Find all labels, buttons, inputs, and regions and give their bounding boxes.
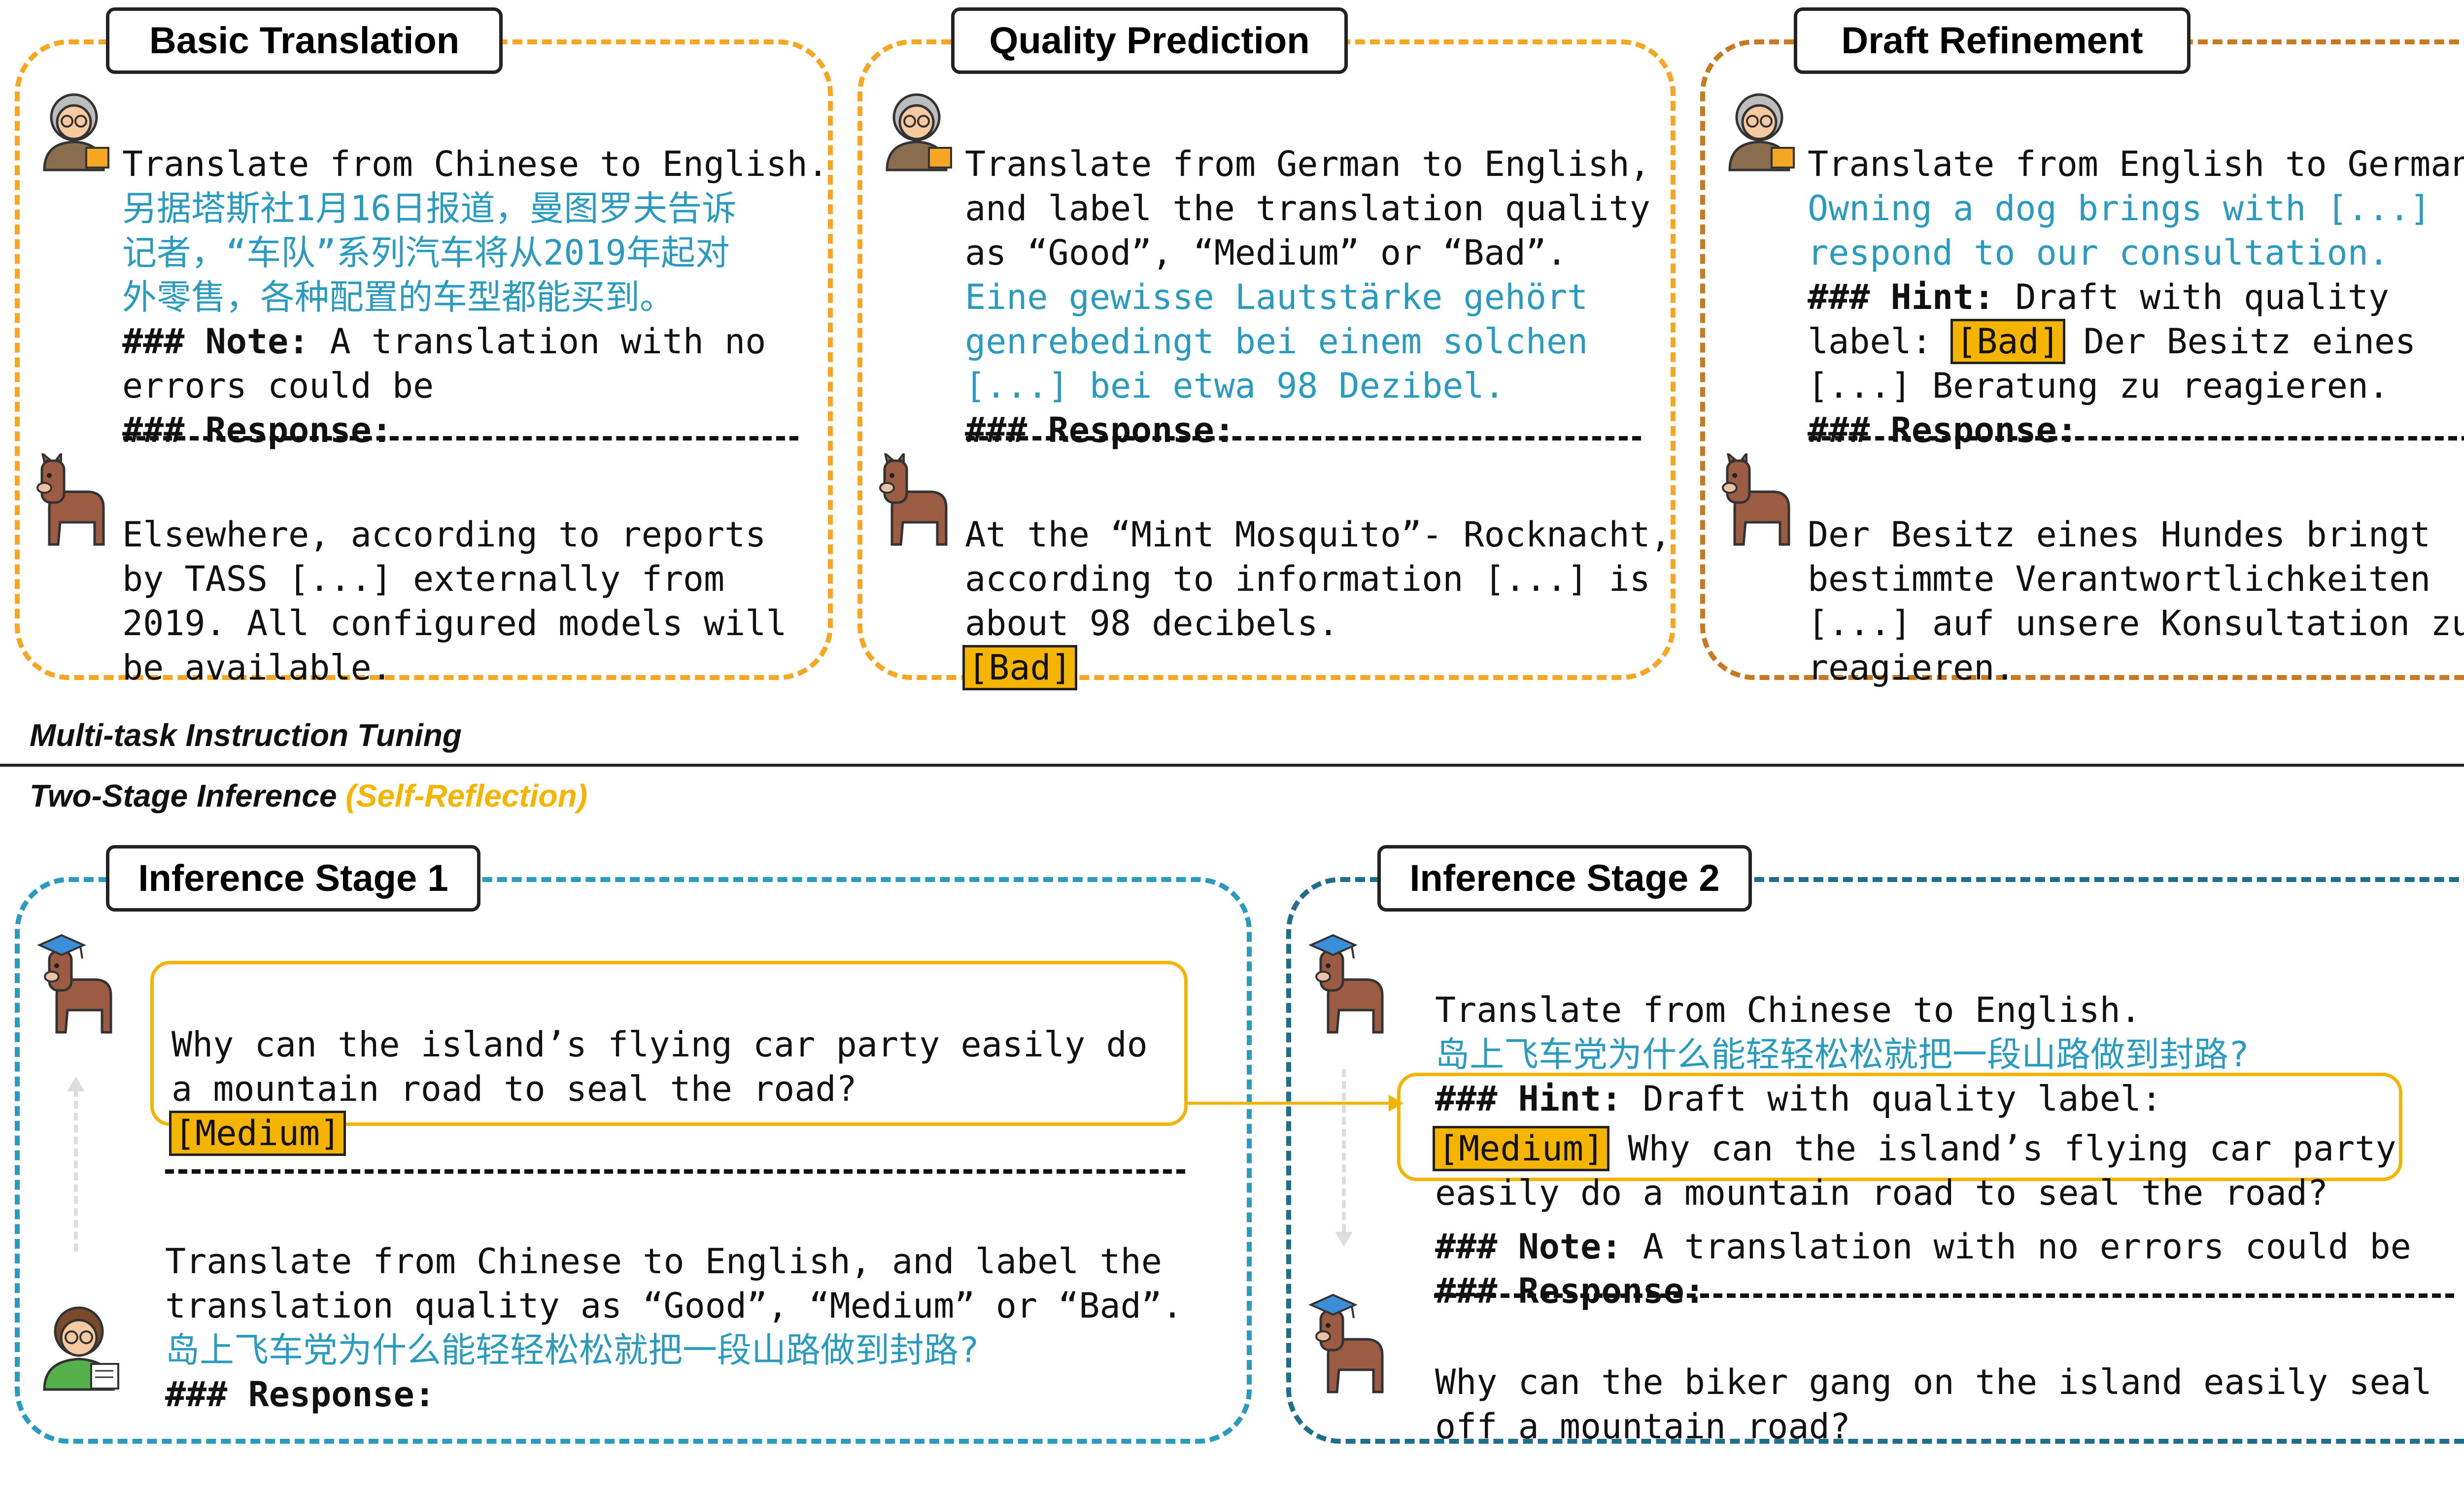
stage2-output: Why can the biker gang on the island eas…: [1435, 1362, 2432, 1447]
stage1-draft-box: [150, 961, 1188, 1126]
inference-stage2-title: Inference Stage 2: [1377, 845, 1752, 912]
separator: [966, 436, 1641, 441]
separator: [123, 436, 798, 441]
separator: [1809, 436, 2464, 441]
self-reflection-label: (Self-Reflection): [345, 778, 587, 814]
quality-prompt: Translate from German to English,and lab…: [965, 144, 1650, 450]
old-user-icon: [1728, 93, 1795, 171]
quality-label-badge: [Bad]: [962, 645, 1077, 690]
stage1-output: Why can the island’s flying car party ea…: [169, 1024, 1148, 1156]
stage2-note: ### Note: A translation with no errors c…: [1435, 1226, 2411, 1311]
separator: [165, 1169, 1185, 1174]
connector-arrow: [1188, 1102, 1390, 1105]
downward-arrow: [1342, 1069, 1346, 1232]
inference-stage1-title: Inference Stage 1: [106, 845, 480, 912]
basic-source-line: 另据塔斯社1月16日报道，曼图罗夫告诉: [122, 188, 737, 229]
quality-output: At the “Mint Mosquito”- Rocknacht,accord…: [962, 514, 1671, 690]
basic-source-line: 记者，“车队”系列汽车将从2019年起对: [122, 233, 730, 273]
llama-icon: [879, 453, 948, 546]
multitask-label: Multi-task Instruction Tuning: [30, 717, 462, 753]
basic-source-line: 外零售，各种配置的车型都能买到。: [122, 277, 674, 317]
graduated-llama-icon: [1308, 1293, 1384, 1393]
quality-prediction-title: Quality Prediction: [951, 7, 1348, 74]
old-user-icon: [886, 93, 952, 171]
section-divider: [0, 764, 2464, 767]
stage1-prompt: Translate from Chinese to English, and l…: [165, 1241, 1183, 1415]
old-user-icon: [43, 93, 109, 171]
basic-prompt: Translate from Chinese to English.另据塔斯社1…: [122, 144, 828, 450]
downward-arrowhead: [1335, 1232, 1353, 1247]
connector-arrowhead: [1389, 1095, 1403, 1112]
stage2-label-badge: [Medium]: [1432, 1126, 1610, 1171]
basic-translation-title: Basic Translation: [106, 7, 503, 74]
draft-label-badge: [Bad]: [1951, 319, 2065, 364]
draft-refinement-title: Draft Refinement: [1794, 7, 2190, 74]
draft-prompt: Translate from English to German.Owning …: [1808, 144, 2464, 450]
stage1-label-badge: [Medium]: [169, 1111, 346, 1156]
inference-stage1-panel: [15, 877, 1252, 1444]
stage2-prompt: Translate from Chinese to English.岛上飞车党为…: [1435, 990, 2250, 1119]
llama-icon: [36, 453, 105, 546]
graduated-llama-icon: [1308, 934, 1384, 1034]
upward-arrow: [74, 1089, 78, 1252]
stage2-draft-box: [1397, 1073, 2402, 1181]
student-user-icon: [43, 1306, 119, 1391]
separator: [1434, 1293, 2454, 1298]
upward-arrowhead: [67, 1077, 85, 1091]
inference-stage2-panel: [1286, 877, 2464, 1444]
llama-icon: [1722, 453, 1790, 546]
graduated-llama-icon: [37, 934, 112, 1034]
stage2-draft: [Medium] Why can the island’s flying car…: [1432, 1126, 2396, 1213]
two-stage-label: Two-Stage Inference (Self-Reflection): [30, 778, 587, 814]
